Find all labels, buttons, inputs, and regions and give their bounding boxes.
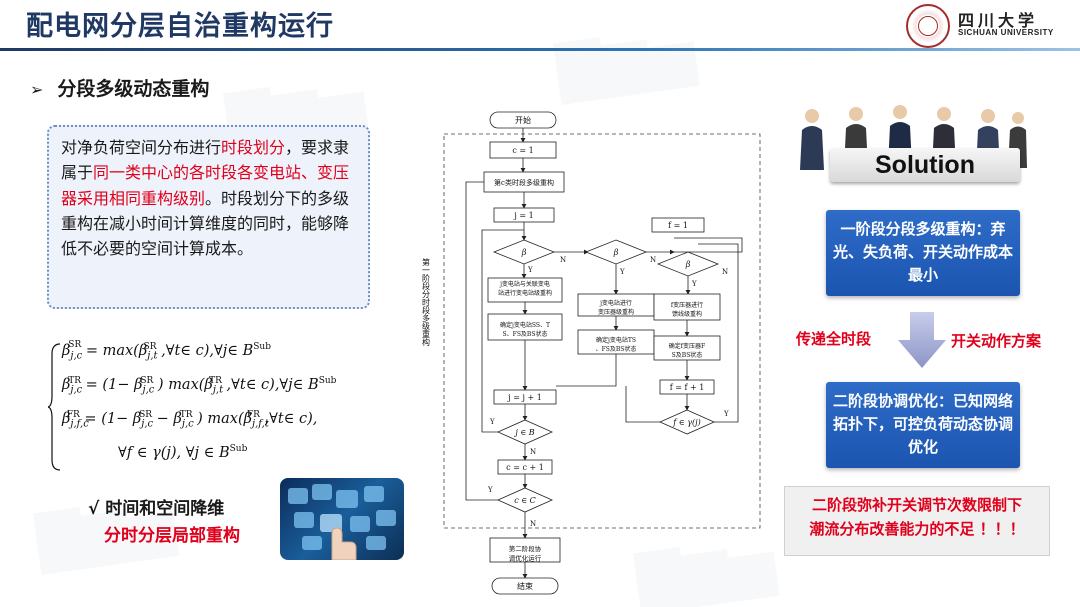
reconfiguration-flowchart: 开始 c = 1 第c类时段多级重构 j = 1 β N Y j变电站与关联变电… — [422, 111, 761, 595]
desc-text-2: ，要求隶属于 — [61, 138, 350, 183]
conclusion-line-1: √ 时间和空间降维 — [88, 499, 225, 519]
fc-tr-reconf: j变电站进行变压器级重构 — [598, 299, 634, 316]
description-box: 对净负荷空间分布进行时段划分，要求隶属于同一类中心的各时段各变电站、变压器采用相… — [47, 125, 370, 309]
fc-j-init: j = 1 — [513, 211, 533, 220]
fc-side-label: 第一阶段分时段多级重构 — [422, 257, 431, 347]
university-seal-icon — [906, 4, 950, 48]
fc-f-init: f = 1 — [668, 221, 688, 230]
formula-line-2: βj,cTR = (1− βj,cSR ) max(βj,tTR ,∀t∈ c)… — [62, 376, 337, 396]
formula-block: βj,cSR = max(βj,tSR ,∀t∈ c),∀j∈ BSub βj,… — [48, 338, 388, 473]
slide-title: 配电网分层自治重构运行 — [26, 11, 334, 42]
fc-decision-3: β — [685, 260, 691, 269]
fc-n-6: N — [530, 520, 536, 528]
fc-sub-reconf: j变电站与关联变电站进行变电站级重构 — [498, 280, 552, 297]
slide-header: 配电网分层自治重构运行 四川大学 SICHUAN UNIVERSITY — [0, 0, 1080, 52]
fc-start: 开始 — [515, 115, 531, 125]
stage2-box: 二阶段协调优化：已知网络拓扑下，可控负荷动态协调优化 — [826, 382, 1020, 468]
desc-text-3: 。时段划分下的多级重构在减小时间计算维度的同时，能够降低不必要的空间计算成本。 — [61, 188, 350, 259]
fc-n-3: N — [722, 268, 728, 276]
desc-highlight-1: 时段划分 — [221, 138, 286, 157]
switch-plan-label: 开关动作方案 — [951, 332, 1042, 350]
fc-y-4: Y — [723, 410, 729, 418]
conclusion-line-2: 分时分层局部重构 — [104, 526, 240, 546]
fc-n-2: N — [650, 256, 656, 264]
fc-stage2: 第二阶段协调优化运行 — [509, 544, 542, 563]
fc-y-5: Y — [489, 418, 495, 426]
conclusion: √ 时间和空间降维 分时分层局部重构 — [88, 496, 240, 550]
touchscreen-illustration — [288, 484, 396, 560]
formula-brace — [48, 343, 61, 471]
highlight-note: 二阶段弥补开关调节次数限制下 潮流分布改善能力的不足 ！！！ — [784, 486, 1050, 556]
formula-line-3: βj,f,cFR = (1− βj,cSR − βj,cTR ) max(βj,… — [62, 410, 318, 430]
university-name-en: SICHUAN UNIVERSITY — [958, 28, 1054, 37]
formula-line-4: ∀f ∈ γ(j), ∀j ∈ BSub — [118, 444, 248, 461]
fc-end: 结束 — [517, 581, 533, 591]
down-arrow-icon — [898, 312, 946, 368]
fc-y-3: Y — [691, 280, 697, 288]
note-line-1: 二阶段弥补开关调节次数限制下 — [811, 496, 1022, 514]
formula-line-1: βj,cSR = max(βj,tSR ,∀t∈ c),∀j∈ BSub — [62, 340, 271, 362]
solution-banner: Solution — [830, 148, 1020, 182]
desc-highlight-2: 同一类中心的各时段各变电站、变压器采用相同重构级别 — [61, 163, 350, 208]
fc-decision-1: β — [521, 248, 527, 257]
fc-c-inc: c = c + 1 — [506, 463, 544, 472]
fc-y-1: Y — [527, 266, 533, 274]
stage1-box: 一阶段分段多级重构：弃光、失负荷、开关动作成本最小 — [826, 210, 1020, 296]
note-line-2: 潮流分布改善能力的不足 ！！！ — [809, 520, 1025, 538]
header-divider — [0, 48, 1080, 51]
fc-j-check: j ∈ B — [513, 428, 534, 437]
solution-panel: Solution 一阶段分段多级重构：弃光、失负荷、开关动作成本最小 传递全时段… — [796, 100, 1041, 560]
section-heading: ➢ 分段多级动态重构 — [30, 74, 209, 101]
touchscreen-image — [280, 478, 404, 560]
fc-n-5: N — [530, 448, 536, 456]
fc-c-check: c ∈ C — [514, 496, 536, 505]
fc-f-check: f ∈ γ(j) — [672, 418, 700, 427]
fc-c-init: c = 1 — [512, 146, 533, 155]
fc-stage1: 第c类时段多级重构 — [494, 178, 554, 187]
desc-text-1: 对净负荷空间分布进行 — [61, 138, 222, 157]
fc-f-inc: f = f + 1 — [670, 383, 705, 392]
fc-tr-state: 确定j变电站TS、FS及BS状态 — [596, 336, 637, 353]
fc-decision-2: β — [613, 248, 619, 257]
transfer-label: 传递全时段 — [796, 330, 872, 348]
bullet-arrow-icon: ➢ — [30, 80, 44, 99]
section-title: 分段多级动态重构 — [57, 78, 210, 100]
fc-fd-reconf: f变压器进行馈线级重构 — [671, 301, 703, 318]
fc-j-inc: j = j + 1 — [507, 393, 542, 402]
fc-y-6: Y — [487, 486, 493, 494]
fc-y-2: Y — [619, 268, 625, 276]
fc-n-1: N — [560, 256, 566, 264]
university-name-cn: 四川大学 — [958, 11, 1039, 30]
